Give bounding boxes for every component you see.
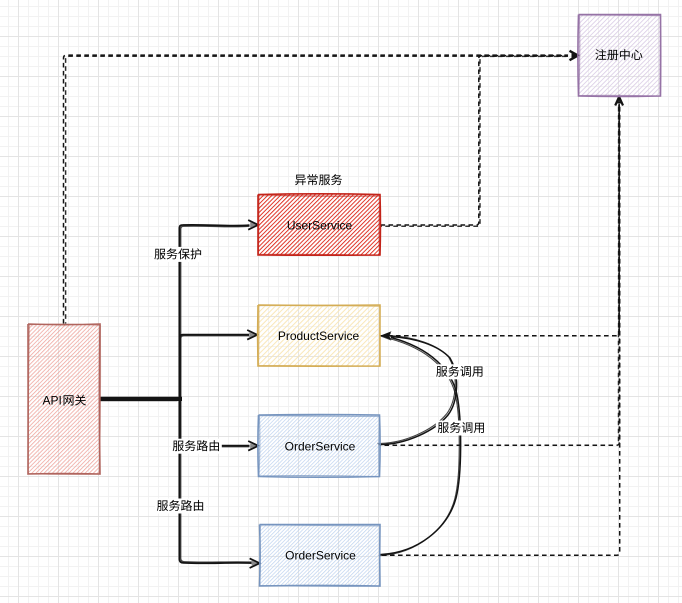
svg-text:ProductService: ProductService	[278, 329, 360, 343]
svg-text:UserService: UserService	[287, 219, 353, 233]
svg-text:API: API	[43, 394, 62, 408]
svg-text:OrderService: OrderService	[285, 439, 356, 453]
svg-text:OrderService: OrderService	[285, 549, 356, 563]
